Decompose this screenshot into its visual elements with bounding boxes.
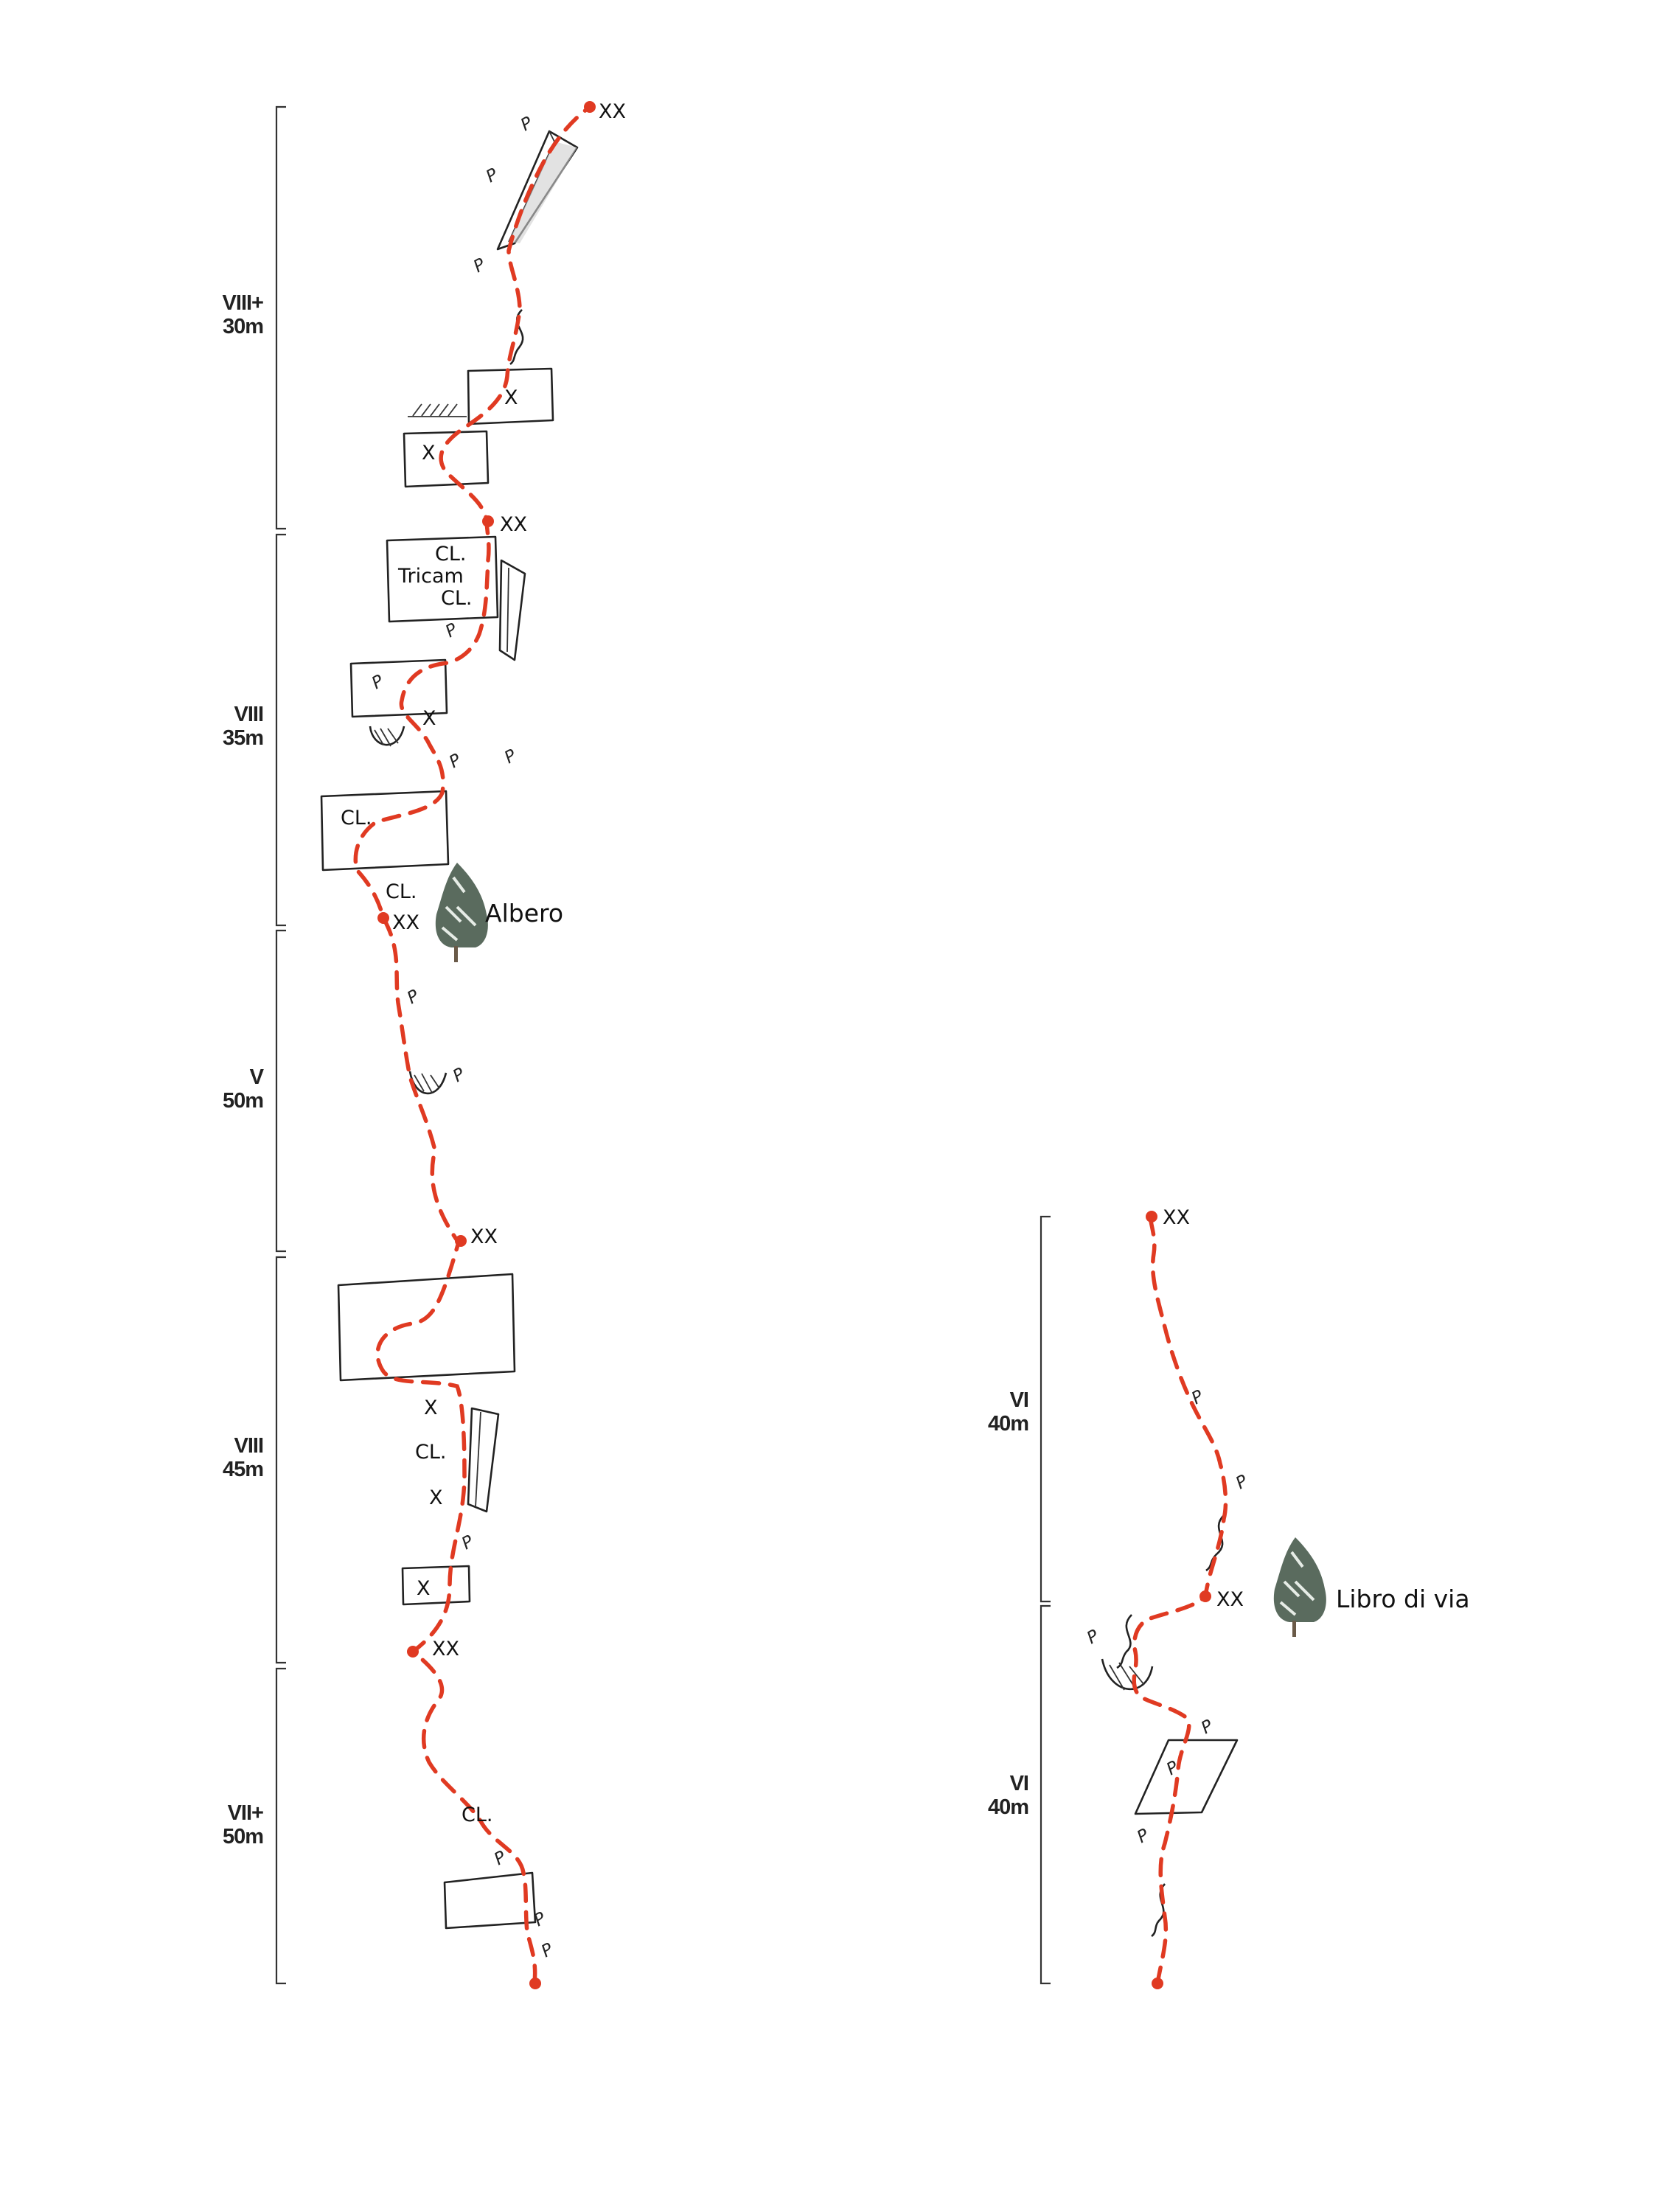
- svg-text:P: P: [442, 620, 461, 642]
- belay-label: XX: [500, 513, 527, 536]
- pitch-length: 45m: [223, 1458, 263, 1481]
- svg-text:P: P: [531, 1909, 549, 1931]
- pitch-length: 50m: [223, 1089, 263, 1113]
- belay-label: XX: [432, 1638, 459, 1660]
- start-point: [1152, 1978, 1163, 1989]
- pitch-length: 30m: [223, 315, 263, 338]
- bolt-label: X: [422, 442, 436, 465]
- svg-text:P: P: [538, 1940, 557, 1962]
- niche-icon: [369, 726, 405, 747]
- svg-text:P: P: [470, 255, 489, 277]
- belay-station: [377, 912, 389, 924]
- belay-label: XX: [1216, 1588, 1244, 1611]
- tree-icon: [435, 863, 488, 962]
- crack-icon: [498, 559, 526, 661]
- clip-label: CL.: [462, 1804, 492, 1826]
- right-pitch-2-label: VI 40m: [988, 1772, 1029, 1819]
- clip-label: CL.: [415, 1441, 446, 1464]
- clip-label: CL.: [435, 543, 466, 566]
- tricam-label: Tricam: [397, 565, 464, 588]
- belay-label: XX: [599, 100, 626, 123]
- left-pitch-brackets: [275, 105, 286, 1985]
- bolt-label: X: [417, 1577, 431, 1600]
- belay-station: [407, 1646, 419, 1658]
- pitch-grade: VI: [1010, 1772, 1028, 1795]
- svg-text:P: P: [1198, 1717, 1216, 1739]
- belay-station: [455, 1235, 467, 1247]
- svg-text:P: P: [1134, 1826, 1152, 1848]
- pitch-grade: V: [250, 1065, 265, 1089]
- belay-label: XX: [392, 911, 419, 934]
- pitch-grade: VII+: [228, 1801, 263, 1825]
- rock-block: [349, 658, 448, 718]
- pitch-length: 40m: [988, 1412, 1028, 1436]
- left-pitch-2-label: VIII 35m: [223, 703, 264, 750]
- tree-label: Libro di via: [1336, 1585, 1470, 1613]
- svg-text:P: P: [1084, 1627, 1102, 1649]
- pitch-grade: VIII: [234, 703, 263, 726]
- niche-icon: [1101, 1614, 1154, 1691]
- bolt-label: X: [422, 707, 436, 730]
- bolt-label: X: [429, 1486, 443, 1509]
- piton-icon: P P P P P P: [1084, 1387, 1251, 1848]
- rock-block: [337, 1273, 516, 1382]
- left-pitch-5-label: VII+ 50m: [223, 1801, 264, 1848]
- clip-label: CL.: [386, 880, 417, 903]
- belay-station: [482, 515, 494, 527]
- rock-block: [386, 535, 499, 623]
- pitch-length: 35m: [223, 726, 263, 750]
- tree-label: Albero: [485, 899, 563, 928]
- pitch-grade: VIII+: [223, 291, 264, 315]
- rock-block: [401, 1565, 471, 1606]
- rock-block: [320, 790, 450, 872]
- clip-label: CL.: [441, 587, 472, 610]
- crack-icon: [467, 1407, 500, 1513]
- right-pitch-1-label: VI 40m: [988, 1388, 1029, 1436]
- belay-station: [584, 101, 596, 113]
- svg-text:P: P: [404, 987, 422, 1009]
- svg-text:P: P: [518, 114, 536, 136]
- svg-text:P: P: [450, 1065, 468, 1087]
- left-route-line: [353, 105, 592, 1984]
- pitch-grade: VIII: [234, 1434, 263, 1458]
- corner-icon: [496, 130, 579, 251]
- piton-icon: P P P P P P P P P P P P P: [369, 114, 557, 1962]
- rock-block: [403, 430, 490, 488]
- belay-label: XX: [1163, 1206, 1190, 1229]
- svg-text:P: P: [369, 672, 387, 694]
- belay-label: XX: [470, 1225, 498, 1248]
- belay-station: [1199, 1590, 1211, 1602]
- rock-block: [1134, 1739, 1239, 1815]
- clip-label: CL.: [341, 807, 372, 830]
- bolt-label: X: [504, 386, 518, 409]
- tree-icon: [1273, 1537, 1326, 1637]
- left-pitch-1-label: VIII+ 30m: [223, 291, 265, 338]
- pitch-length: 50m: [223, 1825, 263, 1848]
- pitch-length: 40m: [988, 1795, 1028, 1819]
- start-point: [529, 1978, 541, 1989]
- left-pitch-4-label: VIII 45m: [223, 1434, 264, 1481]
- pitch-grade: VI: [1010, 1388, 1028, 1412]
- crack-icon: [1205, 1514, 1225, 1572]
- right-route-line: [1132, 1214, 1228, 1986]
- svg-text:P: P: [483, 165, 501, 187]
- bolt-label: X: [424, 1397, 438, 1419]
- right-pitch-brackets: [1040, 1215, 1051, 1985]
- svg-text:P: P: [446, 751, 464, 773]
- rock-block: [443, 1871, 537, 1930]
- svg-text:P: P: [501, 746, 520, 768]
- rock-block: [467, 367, 554, 425]
- belay-station: [1146, 1211, 1157, 1222]
- svg-text:P: P: [1233, 1472, 1251, 1494]
- left-pitch-3-label: V 50m: [223, 1065, 265, 1113]
- ledge-hatch: [408, 403, 467, 417]
- svg-text:P: P: [459, 1532, 477, 1554]
